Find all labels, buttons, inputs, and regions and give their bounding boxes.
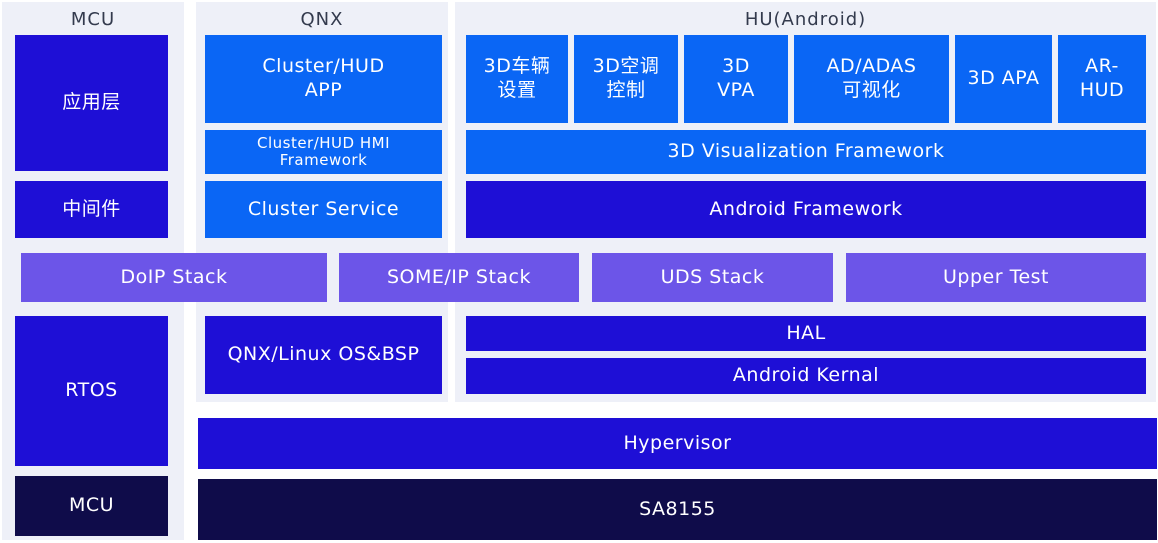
hu-header: HU(Android) [744,8,867,30]
qnx-header: QNX [300,8,344,30]
hu-app-ar-hud: AR- HUD [1058,35,1146,123]
doip-stack-block: DoIP Stack [21,253,327,302]
3d-visualization-framework-block: 3D Visualization Framework [466,130,1146,174]
android-kernel-block: Android Kernal [466,358,1146,394]
mcu-chip-block: MCU [15,476,168,536]
some-ip-stack-block: SOME/IP Stack [339,253,579,302]
android-framework-block: Android Framework [466,181,1146,238]
cluster-hud-app-block: Cluster/HUD APP [205,35,442,123]
cluster-service-block: Cluster Service [205,181,442,238]
hu-app-adas-visualization: AD/ADAS 可视化 [794,35,949,123]
qnx-linux-os-bsp-block: QNX/Linux OS&BSP [205,316,442,394]
cluster-hud-hmi-framework-block: Cluster/HUD HMI Framework [205,130,442,174]
hypervisor-block: Hypervisor [198,418,1157,469]
hu-app-vehicle-settings: 3D车辆 设置 [466,35,568,123]
mcu-app-layer-block: 应用层 [15,35,168,171]
mcu-middleware-block: 中间件 [15,181,168,238]
hu-app-vpa: 3D VPA [684,35,788,123]
hu-app-climate-control: 3D空调 控制 [574,35,678,123]
hu-app-apa: 3D APA [955,35,1052,123]
uds-stack-block: UDS Stack [592,253,833,302]
sa8155-soc-block: SA8155 [198,479,1157,540]
hal-block: HAL [466,316,1146,351]
upper-test-block: Upper Test [846,253,1146,302]
rtos-block: RTOS [15,316,168,466]
mcu-header: MCU [70,8,116,30]
